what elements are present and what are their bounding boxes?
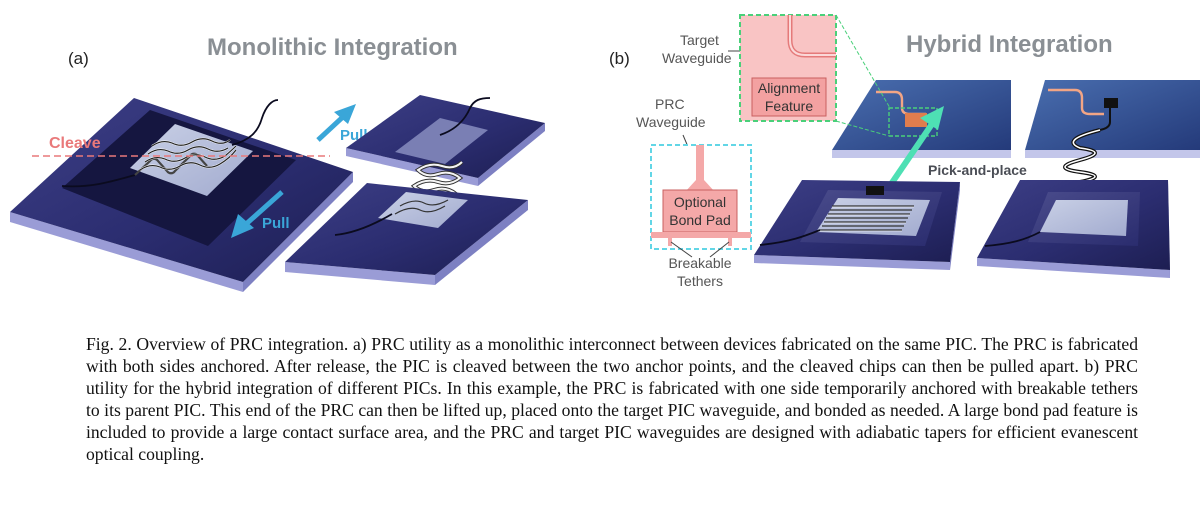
panel-b-title: Hybrid Integration [906,31,1113,58]
panel-a-label: (a) [68,49,89,68]
target-waveguide-label-1: Target [680,32,719,48]
caption-text: Fig. 2. Overview of PRC integration. a) … [86,334,1138,464]
pick-and-place-label: Pick-and-place [928,162,1027,178]
chip-b-source [754,180,960,270]
tether-pointer-right [709,241,730,258]
chip-b-target-large [977,180,1170,278]
inset-leader-bottom [835,120,890,137]
bond-pad-label-1: Optional [674,194,726,210]
target-waveguide-label-2: Waveguide [662,50,732,66]
panel-b-label: (b) [609,49,630,68]
prc-waveguide-label-2: Waveguide [636,114,706,130]
cleave-label: Cleave [49,135,101,152]
waveguide-a [61,99,279,188]
figure-2: (a) Monolithic Integration Cleave [10,14,1200,292]
bond-pad-label-2: Bond Pad [669,212,731,228]
panel-a-title: Monolithic Integration [207,34,458,61]
alignment-feature-label-2: Feature [765,98,813,114]
pull-arrow-top [316,104,356,142]
pull-arrow-bottom [231,190,284,238]
figure-caption: Fig. 2. Overview of PRC integration. a) … [86,333,1138,465]
chip-a-large [10,98,353,292]
tether-pointer-left [670,241,693,258]
figure-canvas: (a) Monolithic Integration Cleave [10,14,1200,292]
bond-pad-inset [650,144,752,250]
chip-b-bonded [1025,80,1200,158]
alignment-inset [739,14,837,122]
pick-and-place-arrow [884,106,944,192]
pull-label-bottom: Pull [262,215,290,232]
tethers-label-2: Tethers [677,273,723,289]
alignment-feature-label-1: Alignment [758,80,820,96]
tethers-label-1: Breakable [668,255,731,271]
inset-leader-top [835,14,891,109]
chip-a-cleaved-bottom [285,183,528,285]
prc-waveguide-label-1: PRC [655,96,685,112]
chip-a-cleaved-top [346,95,545,186]
